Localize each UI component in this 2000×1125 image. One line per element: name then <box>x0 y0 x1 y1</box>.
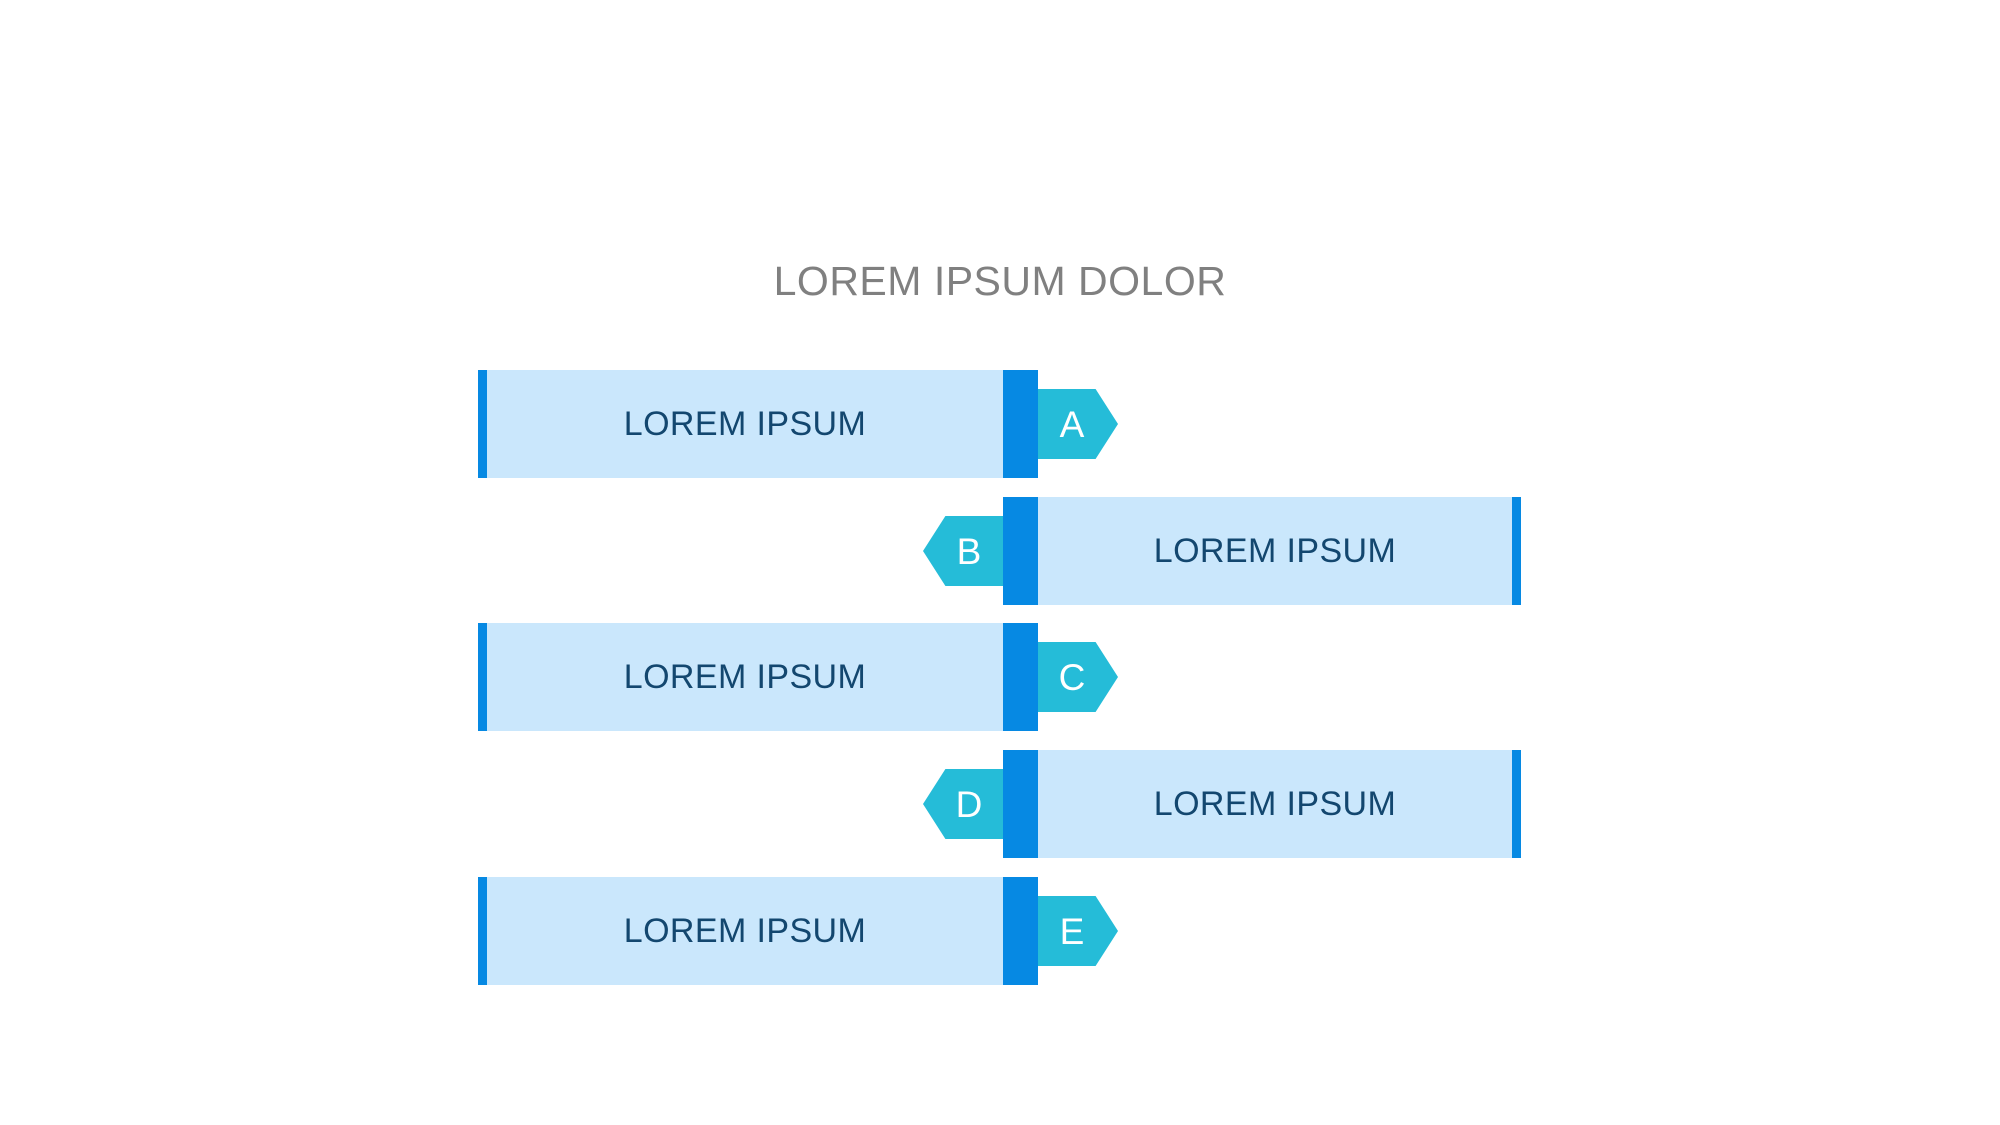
row-a-marker-label: A <box>1059 403 1085 445</box>
diagram-row-a[interactable]: LOREM IPSUM A <box>0 370 2000 478</box>
row-c-marker-label: C <box>1058 656 1086 698</box>
row-a-marker[interactable]: A <box>1038 389 1118 459</box>
row-c-band <box>478 623 1003 731</box>
row-d-band <box>1038 750 1521 858</box>
row-b-marker-label: B <box>956 530 982 572</box>
row-d-label: LOREM IPSUM <box>1153 784 1397 823</box>
row-e-cap <box>1003 877 1038 985</box>
diagram-row-c[interactable]: LOREM IPSUM C <box>0 623 2000 731</box>
row-c-cap <box>1003 623 1038 731</box>
row-c-band-edge <box>478 623 487 731</box>
row-b-marker[interactable]: B <box>923 516 1003 586</box>
row-b-band <box>1038 497 1521 605</box>
diagram-row-e[interactable]: LOREM IPSUM E <box>0 877 2000 985</box>
page-title: LOREM IPSUM DOLOR <box>773 258 1227 304</box>
row-c-label: LOREM IPSUM <box>623 657 867 696</box>
diagram-row-d[interactable]: D LOREM IPSUM <box>0 750 2000 858</box>
row-a-band-edge <box>478 370 487 478</box>
row-b-cap <box>1003 497 1038 605</box>
row-d-marker-label: D <box>955 783 983 825</box>
row-e-marker-label: E <box>1059 910 1085 952</box>
row-a-band <box>478 370 1003 478</box>
row-a-label: LOREM IPSUM <box>623 404 867 443</box>
row-c-marker[interactable]: C <box>1038 642 1118 712</box>
diagram-row-b[interactable]: B LOREM IPSUM <box>0 497 2000 605</box>
row-d-cap <box>1003 750 1038 858</box>
row-e-marker[interactable]: E <box>1038 896 1118 966</box>
row-b-band-edge <box>1512 497 1521 605</box>
row-b-label: LOREM IPSUM <box>1153 531 1397 570</box>
row-e-band <box>478 877 1003 985</box>
row-e-label: LOREM IPSUM <box>623 911 867 950</box>
row-e-band-edge <box>478 877 487 985</box>
row-a-cap <box>1003 370 1038 478</box>
row-d-marker[interactable]: D <box>923 769 1003 839</box>
row-d-band-edge <box>1512 750 1521 858</box>
